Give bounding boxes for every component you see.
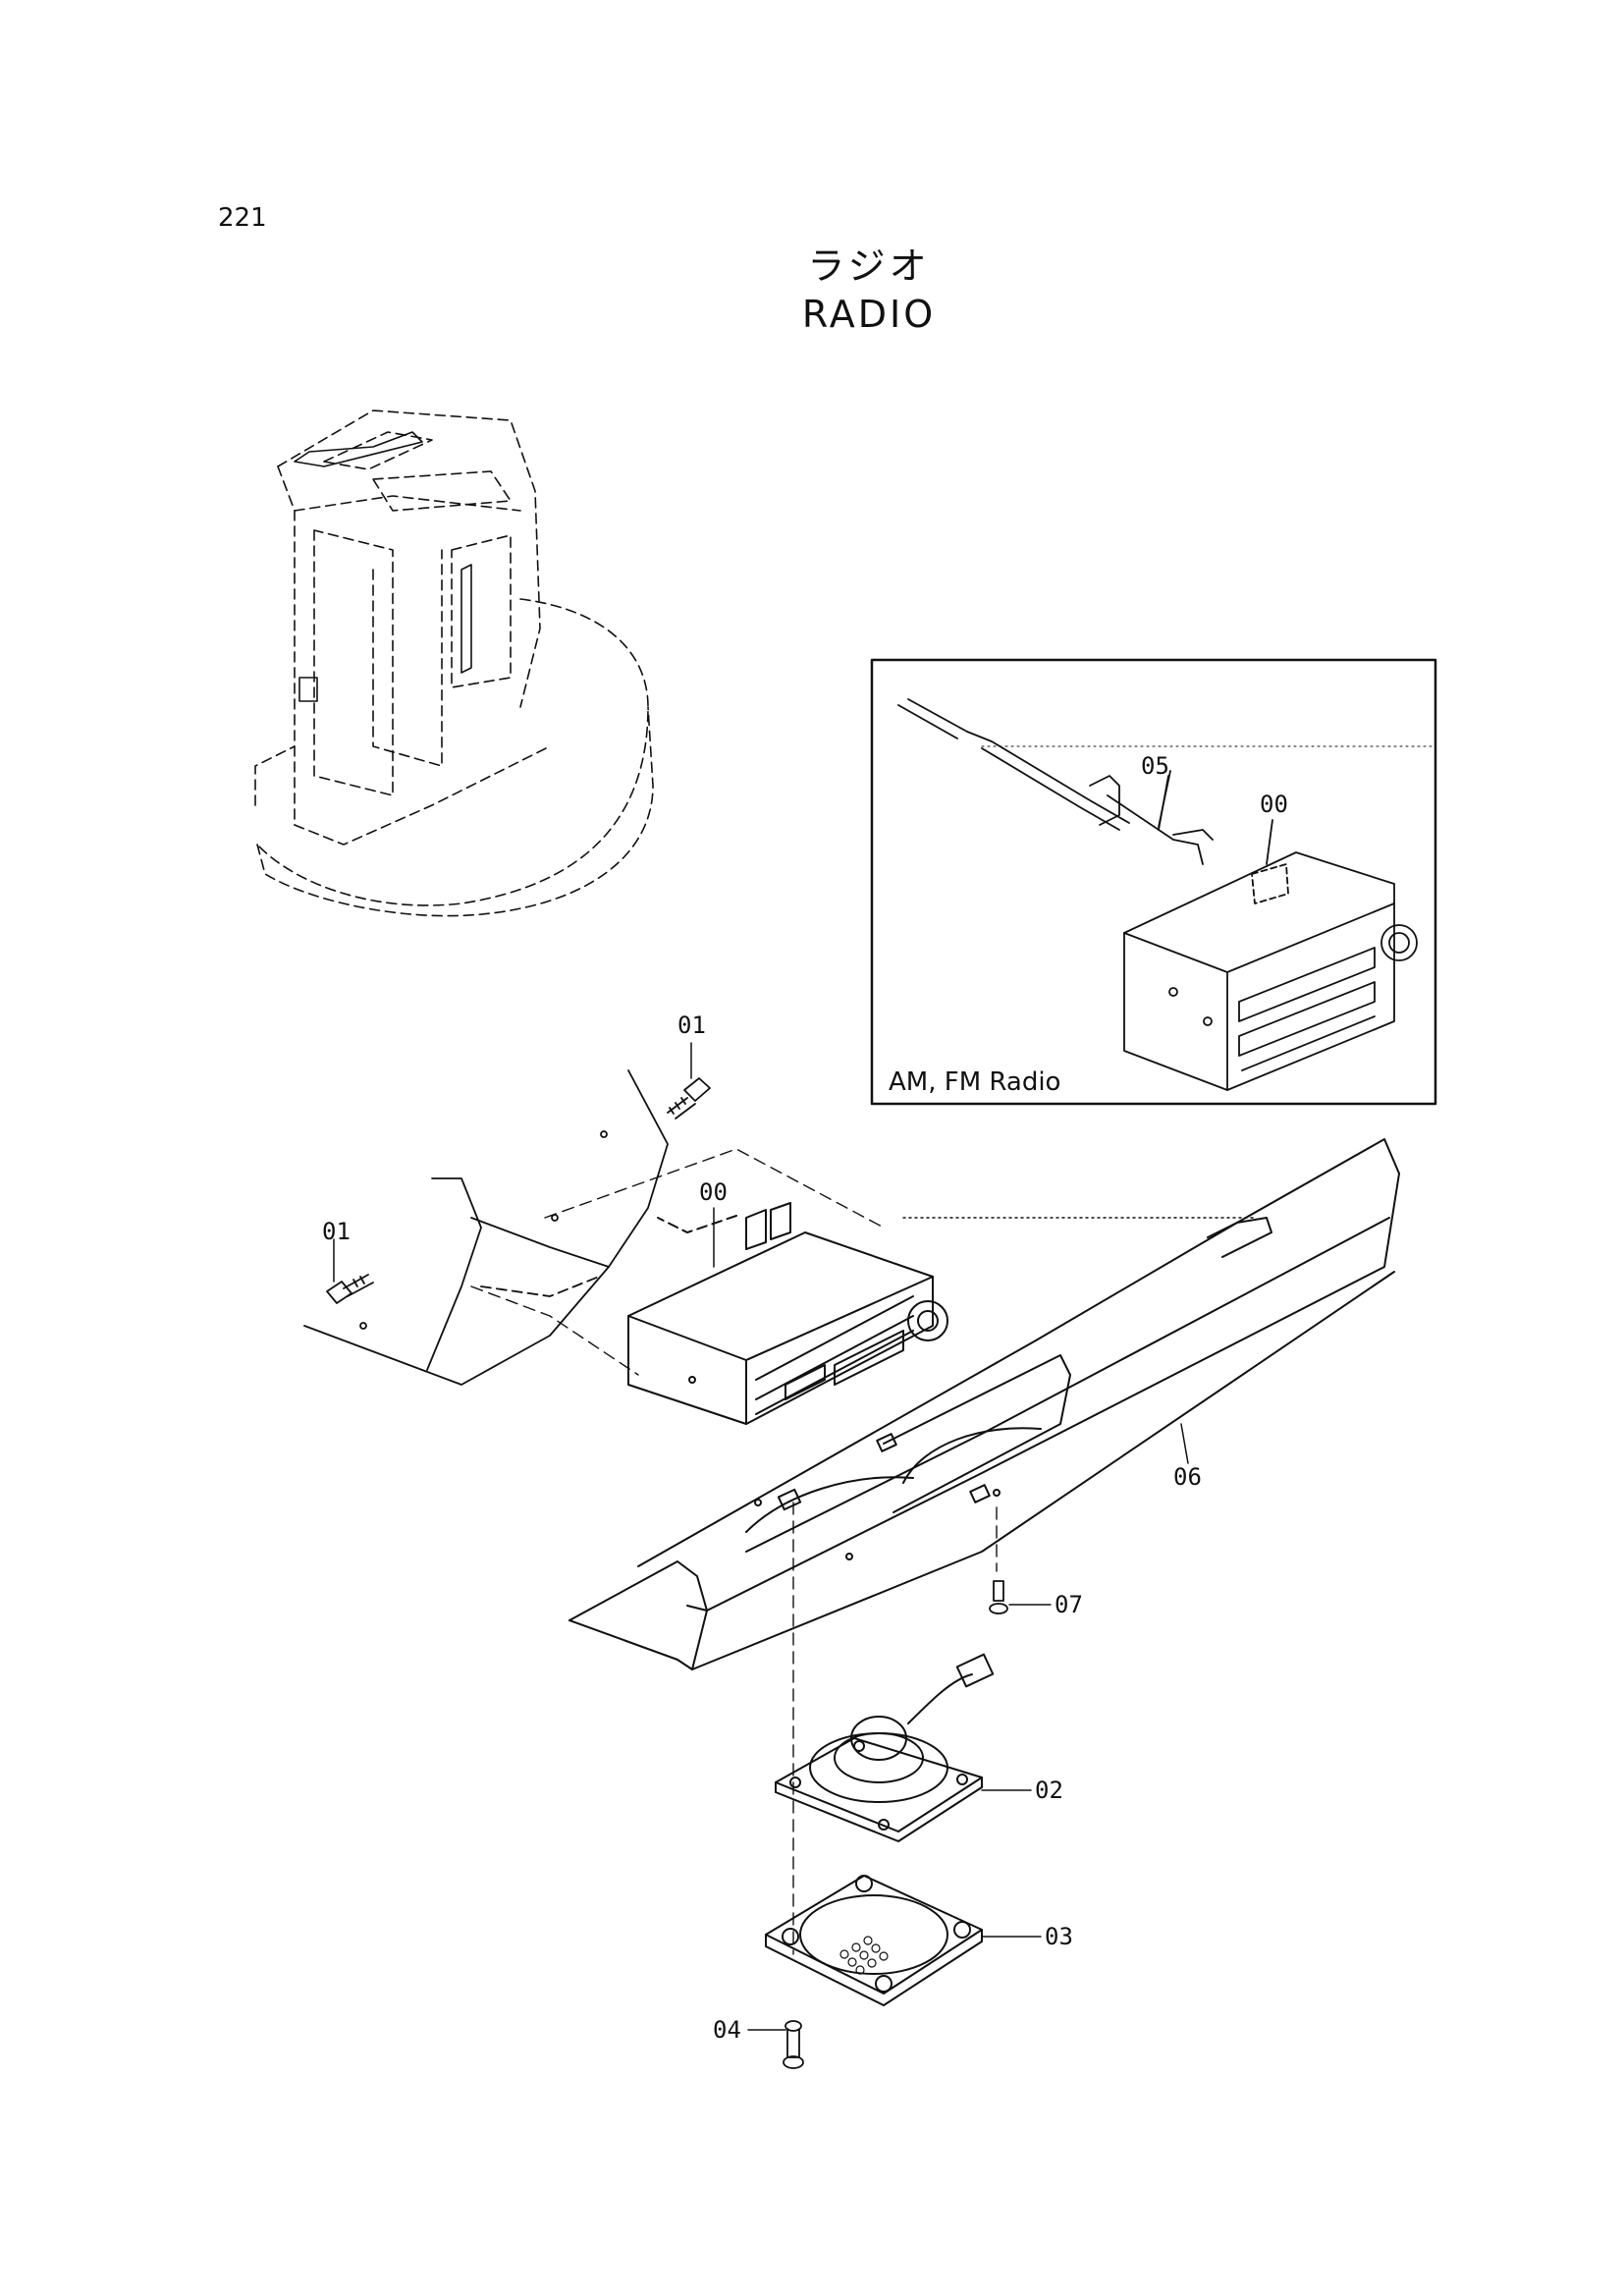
callout-01-upper: 01 [677,1011,706,1039]
callout-06-panel: 06 [1173,1463,1202,1491]
callout-00-inset: 00 [1260,791,1288,818]
callout-02-speaker: 02 [1035,1777,1063,1804]
machine-cab-details [295,432,471,701]
machine-cab-overview [255,410,653,916]
mounting-bracket [304,1070,668,1385]
speaker [776,1655,993,1841]
speaker-screw [784,2021,803,2068]
inset-radio-drawing [898,699,1434,1090]
speaker-cover [766,1876,982,2005]
radio-panel [569,1139,1399,1669]
callout-07-screw: 07 [1055,1591,1083,1618]
callout-04-screw: 04 [713,2016,741,2044]
callout-03-cover: 03 [1045,1923,1073,1950]
callout-00-radio: 00 [699,1178,728,1206]
callout-01-left: 01 [322,1218,351,1245]
page-title-japanese: ラジオ [807,245,931,288]
screw-upper [668,1078,710,1119]
inset-frame [872,660,1435,1104]
page-number: 221 [218,203,267,233]
radio-unit [628,1203,947,1424]
screw-panel [990,1581,1007,1613]
leader-lines [334,1043,1188,2030]
inset-caption: AM, FM Radio [889,1067,1061,1097]
dashed-guides [471,1149,1257,1954]
page-title-english: RADIO [801,293,937,336]
screw-left [327,1275,373,1303]
callout-05-inset: 05 [1141,752,1169,780]
